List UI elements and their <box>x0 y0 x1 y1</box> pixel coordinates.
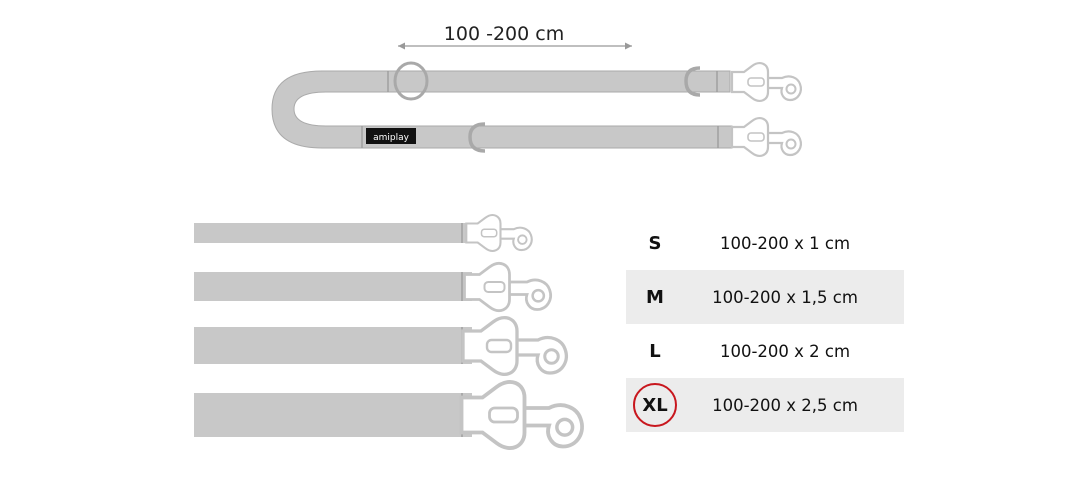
snap-hook-icon <box>730 62 802 157</box>
size-table: S 100-200 x 1 cm M 100-200 x 1,5 cm L 10… <box>626 216 904 432</box>
size-dimension: 100-200 x 2,5 cm <box>712 395 858 415</box>
snap-hook-icon <box>461 316 568 376</box>
length-label: 100 -200 cm <box>444 23 564 45</box>
size-dimension: 100-200 x 1,5 cm <box>712 287 858 307</box>
brand-tag: amiplay <box>366 128 416 144</box>
length-dimension-arrow <box>398 42 632 50</box>
size-code: M <box>646 286 664 308</box>
strap-size-s <box>194 223 472 243</box>
brand-label: amiplay <box>373 133 410 143</box>
strap-size-m <box>194 272 472 301</box>
leash-strap <box>271 70 733 149</box>
snap-hook-icon <box>459 380 584 450</box>
size-row-m: M 100-200 x 1,5 cm <box>626 270 904 324</box>
size-code: S <box>648 232 662 254</box>
snap-hook-icon <box>465 214 533 252</box>
size-row-s: S 100-200 x 1 cm <box>626 216 904 270</box>
o-ring-icon <box>393 61 429 101</box>
d-ring-icon <box>468 66 701 153</box>
size-code-highlighted: XL <box>633 383 677 427</box>
size-row-xl: XL 100-200 x 2,5 cm <box>626 378 904 432</box>
strap-size-xl <box>194 393 472 437</box>
snap-hook-icon <box>463 262 552 312</box>
size-row-l: L 100-200 x 2 cm <box>626 324 904 378</box>
strap-size-l <box>194 327 472 364</box>
size-dimension: 100-200 x 1 cm <box>719 233 851 253</box>
size-dimension: 100-200 x 2 cm <box>719 341 851 361</box>
size-code: L <box>649 340 661 362</box>
